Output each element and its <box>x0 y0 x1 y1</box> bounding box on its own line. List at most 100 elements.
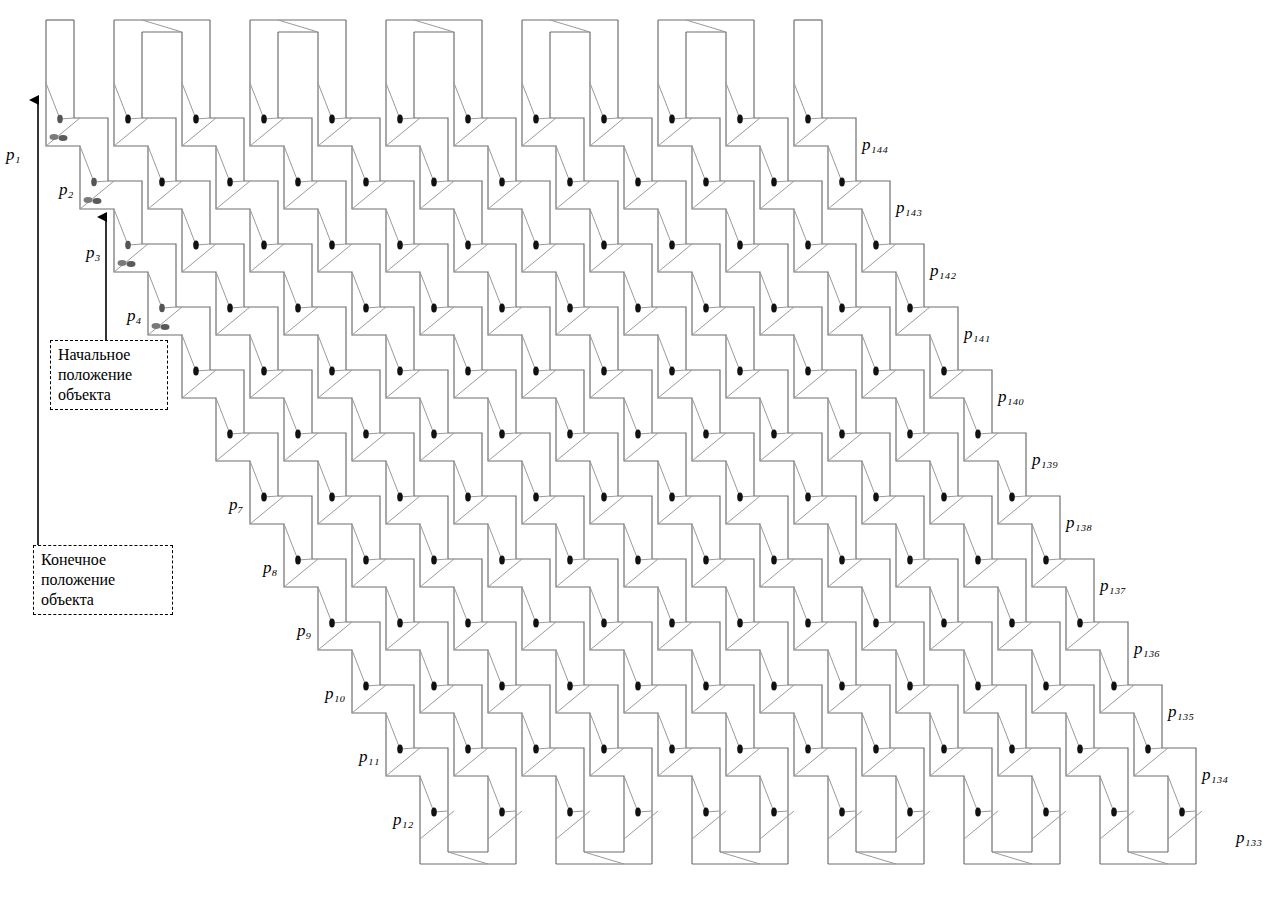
cell-corner-line <box>386 244 420 272</box>
cell-diagonal <box>896 650 924 686</box>
cell-diagonal <box>692 272 720 308</box>
cell-dot <box>975 556 981 565</box>
callout-text: Конечное положение объекта <box>41 550 165 610</box>
cell-diagonal <box>522 713 550 749</box>
cell-dot <box>499 178 505 187</box>
cell-corner-line <box>658 748 692 776</box>
cell-diagonal <box>692 398 720 434</box>
cell-dot <box>737 115 743 124</box>
cell-dot <box>771 682 777 691</box>
position-label: p₁ <box>6 145 20 165</box>
cell-corner-line <box>46 118 80 146</box>
position-label: p₁₄₁ <box>964 324 990 344</box>
object-marker <box>161 324 170 330</box>
cell-dot <box>1043 556 1049 565</box>
cell-dot <box>975 682 981 691</box>
cell-corner-line <box>658 622 692 650</box>
leader-arrow <box>37 100 39 545</box>
cell-diagonal <box>624 650 652 686</box>
cell-diagonal <box>386 335 414 371</box>
cell-dot <box>193 115 199 124</box>
cell-diagonal <box>454 587 482 623</box>
cell-corner-line <box>284 181 318 209</box>
cap-diagonal <box>448 852 488 864</box>
cell-dot <box>1077 745 1083 754</box>
cell-dot <box>635 178 641 187</box>
cell-dot <box>737 241 743 250</box>
cell-diagonal <box>556 776 584 812</box>
cell-dot <box>465 115 471 124</box>
cell-corner-line <box>658 370 692 398</box>
strip-cap <box>522 19 618 20</box>
position-label: p₁₄₃ <box>896 198 922 218</box>
cell-diagonal <box>420 776 448 812</box>
cell-corner-line <box>964 685 998 713</box>
cell-diagonal <box>794 461 822 497</box>
cell-dot <box>499 304 505 313</box>
cell-dot <box>737 745 743 754</box>
cell-diagonal <box>896 272 924 308</box>
cell-diagonal <box>964 398 992 434</box>
cell-corner-line <box>488 307 522 335</box>
cell-corner-line <box>590 118 624 146</box>
cell-diagonal <box>250 461 278 497</box>
cell-corner-line <box>114 244 148 272</box>
cell-diagonal <box>114 209 142 245</box>
cell-diagonal <box>590 335 618 371</box>
cell-diagonal <box>760 272 788 308</box>
cell-dot <box>431 682 437 691</box>
cell-dot <box>465 745 471 754</box>
position-label: p₁₄₂ <box>930 261 956 281</box>
cell-dot <box>227 304 233 313</box>
cell-diagonal <box>726 335 754 371</box>
cap-diagonal <box>856 852 896 864</box>
cell-dot <box>499 430 505 439</box>
cell-diagonal <box>284 398 312 434</box>
cell-corner-line <box>964 433 998 461</box>
cell-corner-line <box>590 370 624 398</box>
cell-corner-line <box>828 307 862 335</box>
cell-dot <box>839 304 845 313</box>
cell-diagonal <box>624 272 652 308</box>
cell-diagonal <box>556 146 584 182</box>
callout-text: Начальное положение объекта <box>58 345 160 405</box>
cell-corner-line <box>726 244 760 272</box>
cell-diagonal <box>454 461 482 497</box>
cell-dot <box>533 493 539 502</box>
cell-diagonal <box>420 272 448 308</box>
cell-corner-line <box>454 748 488 776</box>
cell-dot <box>907 808 913 817</box>
strip-right-edge <box>482 20 856 852</box>
cap-diagonal <box>142 20 182 32</box>
cell-corner-line <box>590 622 624 650</box>
cell-dot <box>431 430 437 439</box>
cell-diagonal <box>862 587 890 623</box>
cell-diagonal <box>692 524 720 560</box>
cell-dot <box>635 304 641 313</box>
cell-corner-line <box>284 559 318 587</box>
position-label: p₁₃₄ <box>1202 765 1228 785</box>
strip-right-edge <box>618 20 992 852</box>
cell-diagonal <box>352 524 380 560</box>
cell-dots <box>50 115 1185 817</box>
cell-corner-line <box>794 370 828 398</box>
cell-dot <box>295 178 301 187</box>
cell-diagonal <box>488 272 516 308</box>
cell-diagonal <box>624 524 652 560</box>
cell-corner-line <box>182 118 216 146</box>
cell-diagonal <box>284 146 312 182</box>
cell-diagonal <box>726 461 754 497</box>
cell-diagonal <box>794 335 822 371</box>
cell-corner-line <box>454 622 488 650</box>
cell-corner-line <box>794 622 828 650</box>
cell-corner-line <box>624 685 658 713</box>
cell-corner-line <box>556 433 590 461</box>
cell-diagonal <box>998 587 1026 623</box>
object-marker <box>59 135 68 141</box>
cell-corner-line <box>386 118 420 146</box>
cell-diagonal <box>454 713 482 749</box>
cell-diagonal <box>318 587 346 623</box>
cell-dot <box>703 304 709 313</box>
